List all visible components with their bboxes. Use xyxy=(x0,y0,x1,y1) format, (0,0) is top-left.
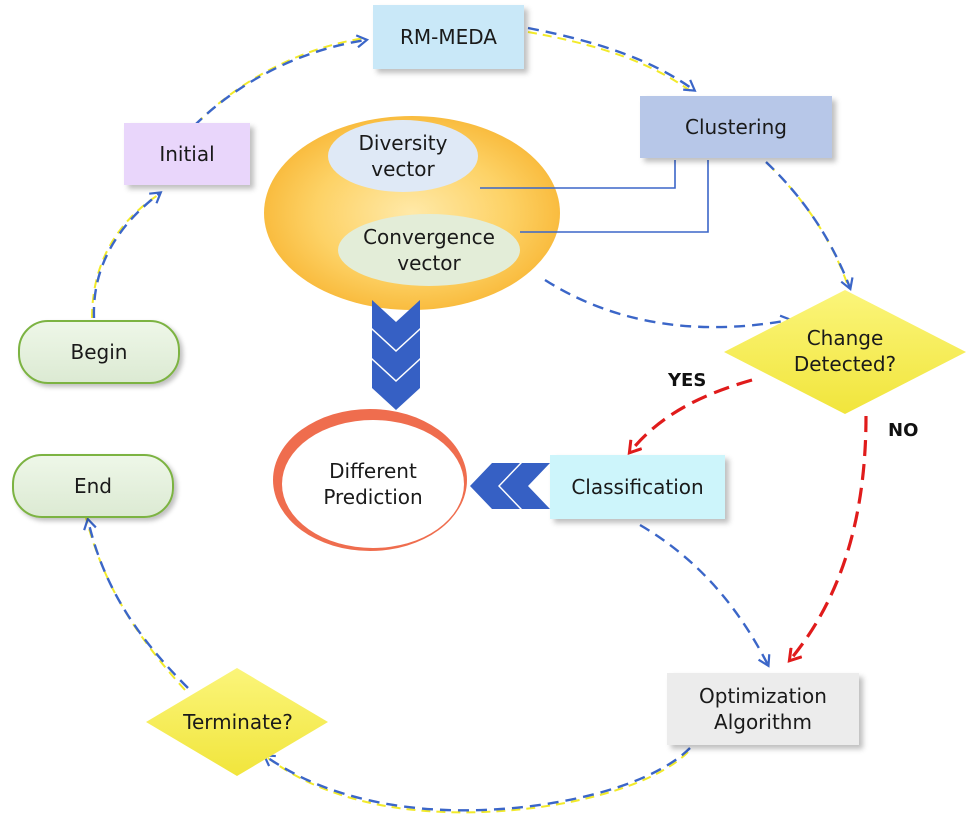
classification-box: Classification xyxy=(550,455,725,519)
down-chevrons xyxy=(372,300,420,410)
terminate-to-end-arrow xyxy=(83,516,189,689)
initial-label: Initial xyxy=(159,142,215,166)
no-label: NO xyxy=(888,420,919,441)
classification-label: Classification xyxy=(571,475,704,499)
clustering-label: Clustering xyxy=(685,115,787,139)
rm-meda-box: RM-MEDA xyxy=(373,5,524,69)
different-prediction-label: Different Prediction xyxy=(323,459,423,509)
convergence-vector-label: Convergence vector xyxy=(363,225,495,275)
terminate-label: Terminate? xyxy=(183,710,293,734)
classification-to-optimization-arrow xyxy=(639,523,771,668)
yes-arrow xyxy=(630,378,753,452)
begin-label: Begin xyxy=(70,340,128,364)
terminate-text: Terminate? xyxy=(160,704,316,740)
optimization-to-terminate-arrow xyxy=(262,747,691,812)
begin-terminal: Begin xyxy=(18,320,180,384)
convergence-vector-ellipse: Convergence vector xyxy=(338,214,520,286)
cycle-blue-arrows xyxy=(83,26,854,812)
change-detected-diamond xyxy=(724,290,966,414)
yes-label: YES xyxy=(668,370,707,391)
clustering-to-change-arrow xyxy=(765,161,854,291)
diversity-vector-label: Diversity vector xyxy=(358,131,448,181)
change-detected-label: Change Detected? xyxy=(793,326,897,376)
end-terminal: End xyxy=(12,454,174,518)
ellipse-to-change-arrow xyxy=(544,278,794,329)
different-prediction-ellipse: Different Prediction xyxy=(282,420,464,548)
optimization-algorithm-label: Optimization Algorithm xyxy=(699,684,827,734)
rm-meda-label: RM-MEDA xyxy=(400,25,497,49)
terminate-diamond xyxy=(146,668,328,776)
begin-to-initial-arrow xyxy=(92,191,163,319)
left-chevrons xyxy=(470,463,550,509)
initial-box: Initial xyxy=(124,123,250,185)
initial-to-rm-meda-arrow xyxy=(193,34,370,127)
no-arrow xyxy=(790,415,868,660)
end-label: End xyxy=(73,474,112,498)
clustering-box: Clustering xyxy=(640,96,832,158)
diversity-vector-ellipse: Diversity vector xyxy=(328,120,478,192)
change-detected-text: Change Detected? xyxy=(770,312,920,390)
vector-connectors xyxy=(480,160,709,233)
rm-meda-to-clustering-arrow xyxy=(527,26,697,92)
optimization-algorithm-box: Optimization Algorithm xyxy=(667,673,859,745)
decision-red-arrows xyxy=(630,378,868,660)
